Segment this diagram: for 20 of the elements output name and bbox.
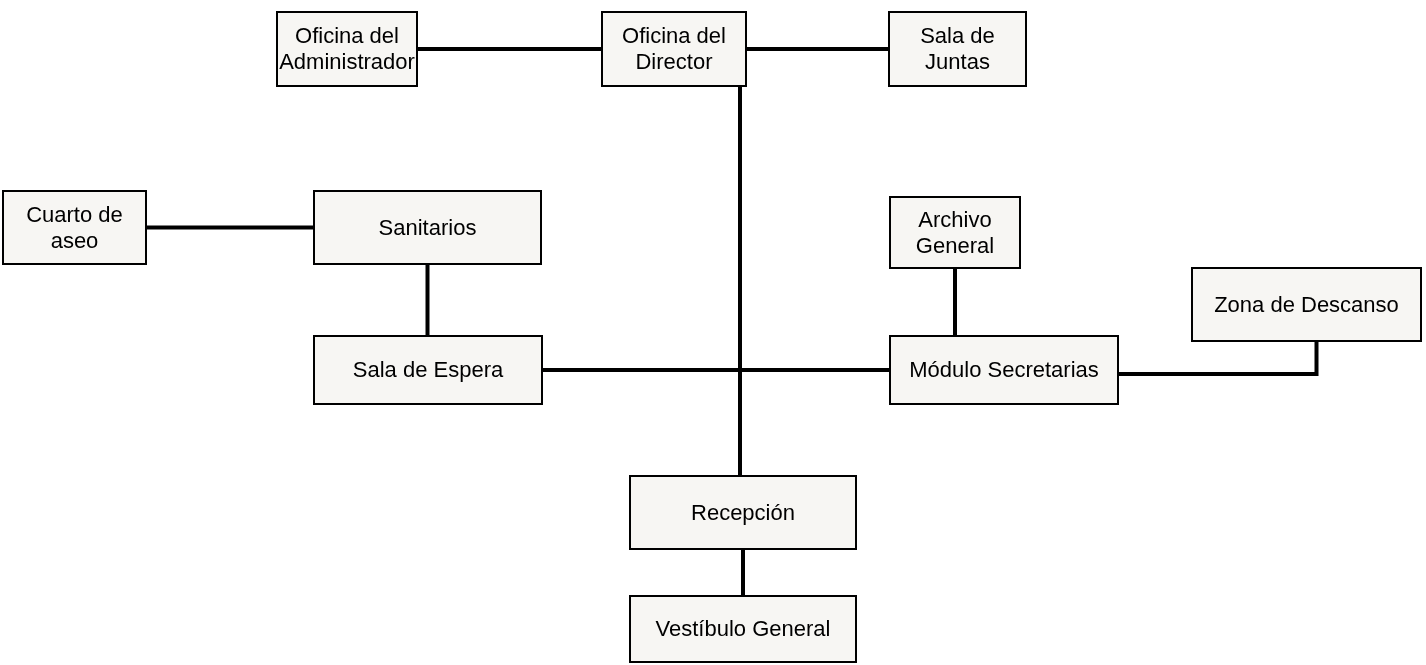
room-box: Módulo Secretarias bbox=[889, 335, 1119, 405]
room-box: Archivo General bbox=[889, 196, 1021, 269]
connector-line bbox=[953, 269, 957, 335]
connector-line bbox=[543, 368, 889, 372]
room-box: Sala de Juntas bbox=[888, 11, 1027, 87]
connector-line bbox=[425, 265, 430, 335]
room-box: Oficina del Director bbox=[601, 11, 747, 87]
room-box: Sala de Espera bbox=[313, 335, 543, 405]
connector-line bbox=[741, 550, 745, 595]
connector-line bbox=[418, 47, 601, 51]
connector-line bbox=[147, 225, 313, 230]
connector-line bbox=[1119, 342, 1319, 376]
room-box: Vestíbulo General bbox=[629, 595, 857, 663]
room-box: Zona de Descanso bbox=[1191, 267, 1422, 342]
room-box: Recepción bbox=[629, 475, 857, 550]
connector-line bbox=[738, 87, 742, 475]
room-box: Oficina del Administrador bbox=[276, 11, 418, 87]
room-box: Cuarto de aseo bbox=[2, 190, 147, 265]
room-box: Sanitarios bbox=[313, 190, 542, 265]
connector-line bbox=[747, 47, 888, 51]
